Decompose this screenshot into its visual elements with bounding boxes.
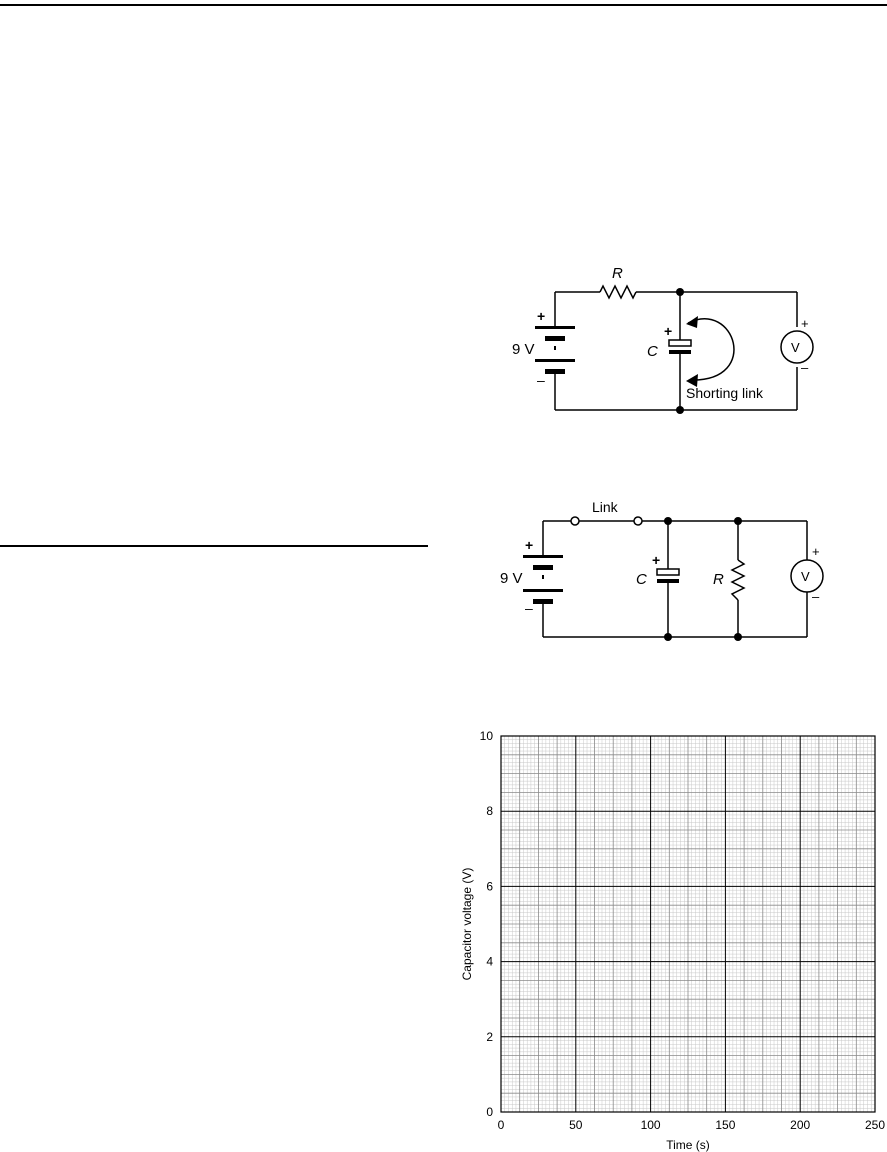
voltmeter-circle bbox=[780, 330, 814, 364]
link-label: Link bbox=[592, 499, 619, 515]
arrowhead-bottom bbox=[686, 374, 698, 387]
plot-frame bbox=[500, 735, 876, 1113]
voltmeter-plus: + bbox=[801, 316, 809, 331]
resistor-label: R bbox=[612, 265, 623, 282]
x-axis-label: Time (s) bbox=[666, 1138, 710, 1152]
junction-dot bbox=[676, 406, 684, 414]
capacitor-plus: + bbox=[664, 323, 672, 339]
y-tick-label: 2 bbox=[486, 1030, 493, 1044]
resistor-label: R bbox=[713, 571, 724, 588]
battery-symbol bbox=[535, 326, 575, 374]
junction-dot bbox=[676, 288, 684, 296]
voltmeter-minus: – bbox=[801, 360, 809, 375]
y-axis-label: Capacitor voltage (V) bbox=[460, 868, 474, 981]
arrowhead-top bbox=[686, 316, 698, 328]
x-tick-labels: 0 50 100 150 200 250 bbox=[498, 1118, 886, 1132]
junction-dot bbox=[734, 633, 742, 641]
battery-symbol bbox=[523, 555, 563, 604]
battery-label: 9 V bbox=[512, 341, 535, 358]
voltmeter-plus: + bbox=[812, 544, 820, 559]
x-tick-label: 250 bbox=[865, 1118, 885, 1132]
answer-line bbox=[0, 545, 428, 547]
capacitor-label: C bbox=[636, 571, 647, 588]
capacitor-label: C bbox=[647, 343, 658, 360]
junction-dot bbox=[664, 517, 672, 525]
resistor-symbol bbox=[599, 284, 637, 300]
x-tick-label: 0 bbox=[498, 1118, 505, 1132]
capacitor-plus: + bbox=[652, 552, 660, 568]
junction-dot bbox=[664, 633, 672, 641]
grid-mid-lines bbox=[501, 736, 875, 1112]
resistor-symbol bbox=[730, 559, 746, 601]
voltmeter-circle bbox=[790, 559, 824, 593]
capacitor-symbol bbox=[668, 339, 692, 354]
capacitor-symbol bbox=[656, 568, 680, 583]
shorting-link-arc bbox=[687, 318, 735, 381]
x-tick-label: 50 bbox=[569, 1118, 583, 1132]
battery-label: 9 V bbox=[500, 570, 523, 587]
x-tick-label: 100 bbox=[641, 1118, 661, 1132]
voltmeter-minus: – bbox=[812, 589, 820, 604]
battery-plus: + bbox=[537, 308, 545, 324]
battery-plus: + bbox=[525, 537, 533, 553]
y-tick-label: 4 bbox=[486, 955, 493, 969]
battery-minus: – bbox=[525, 600, 533, 616]
voltmeter-label: V bbox=[791, 340, 800, 355]
shorting-link-label: Shorting link bbox=[686, 385, 764, 401]
battery-minus: – bbox=[537, 372, 545, 388]
link-terminal bbox=[633, 516, 643, 526]
voltmeter-label: V bbox=[801, 569, 810, 584]
x-tick-label: 200 bbox=[790, 1118, 810, 1132]
junction-dot bbox=[734, 517, 742, 525]
x-tick-label: 150 bbox=[715, 1118, 735, 1132]
y-tick-label: 0 bbox=[486, 1105, 493, 1119]
y-tick-label: 6 bbox=[486, 879, 493, 893]
y-tick-labels: 0 2 4 6 8 10 bbox=[480, 729, 494, 1119]
link-terminal bbox=[570, 516, 580, 526]
y-tick-label: 10 bbox=[480, 729, 494, 743]
header-rule bbox=[0, 4, 887, 6]
y-tick-label: 8 bbox=[486, 804, 493, 818]
